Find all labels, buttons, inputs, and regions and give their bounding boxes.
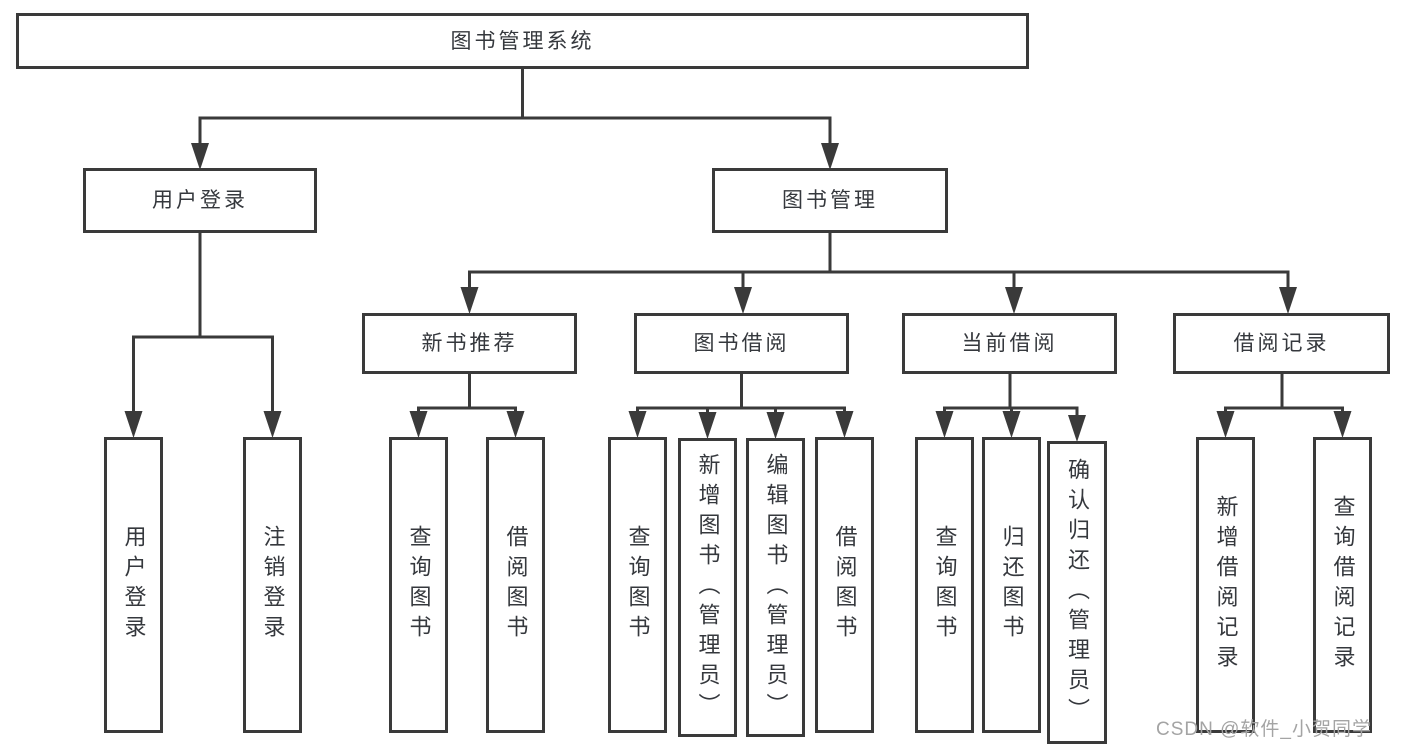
node-label: 借阅图书 (832, 525, 858, 645)
leaf-add-book-admin: 新增图书（管理员） (678, 438, 737, 737)
node-label: 图书管理系统 (450, 29, 595, 53)
node-label: 查询图书 (406, 525, 432, 645)
node-label: 查询借阅记录 (1330, 495, 1356, 675)
node-book-management: 图书管理 (712, 168, 948, 233)
node-book-borrowing: 图书借阅 (634, 313, 849, 374)
node-label: 编辑图书（管理员） (763, 452, 789, 723)
node-label: 归还图书 (999, 525, 1025, 645)
leaf-query-borrow-record: 查询借阅记录 (1313, 437, 1372, 733)
node-label: 注销登录 (260, 525, 286, 645)
leaf-query-books-current: 查询图书 (915, 437, 974, 733)
leaf-borrow-books-recommend: 借阅图书 (486, 437, 545, 733)
node-user-login: 用户登录 (83, 168, 317, 233)
node-label: 新书推荐 (421, 332, 518, 355)
node-current-borrowing: 当前借阅 (902, 313, 1117, 374)
node-label: 新增借阅记录 (1213, 495, 1239, 675)
node-label: 查询图书 (625, 525, 651, 645)
node-label: 图书借阅 (693, 332, 790, 355)
leaf-logout-login: 注销登录 (243, 437, 302, 733)
leaf-user-login: 用户登录 (104, 437, 163, 733)
node-label: 新增图书（管理员） (695, 452, 721, 723)
node-library-system: 图书管理系统 (16, 13, 1029, 69)
leaf-edit-book-admin: 编辑图书（管理员） (746, 438, 805, 737)
leaf-query-books-borrowing: 查询图书 (608, 437, 667, 733)
node-new-book-recommend: 新书推荐 (362, 313, 577, 374)
watermark: CSDN @软件_小贺同学 (1156, 719, 1372, 740)
node-borrowing-records: 借阅记录 (1173, 313, 1390, 374)
node-label: 图书管理 (782, 189, 878, 212)
leaf-add-borrow-record: 新增借阅记录 (1196, 437, 1255, 733)
node-label: 当前借阅 (961, 332, 1058, 355)
node-label: 确认归还（管理员） (1065, 457, 1090, 728)
node-label: 用户登录 (152, 189, 248, 212)
leaf-confirm-return-admin: 确认归还（管理员） (1047, 441, 1107, 744)
leaf-query-books-recommend: 查询图书 (389, 437, 448, 733)
node-label: 借阅记录 (1233, 332, 1330, 355)
leaf-borrow-books-borrowing: 借阅图书 (815, 437, 874, 733)
node-label: 用户登录 (121, 525, 147, 645)
node-label: 查询图书 (932, 525, 958, 645)
leaf-return-books: 归还图书 (982, 437, 1041, 733)
node-label: 借阅图书 (503, 525, 529, 645)
